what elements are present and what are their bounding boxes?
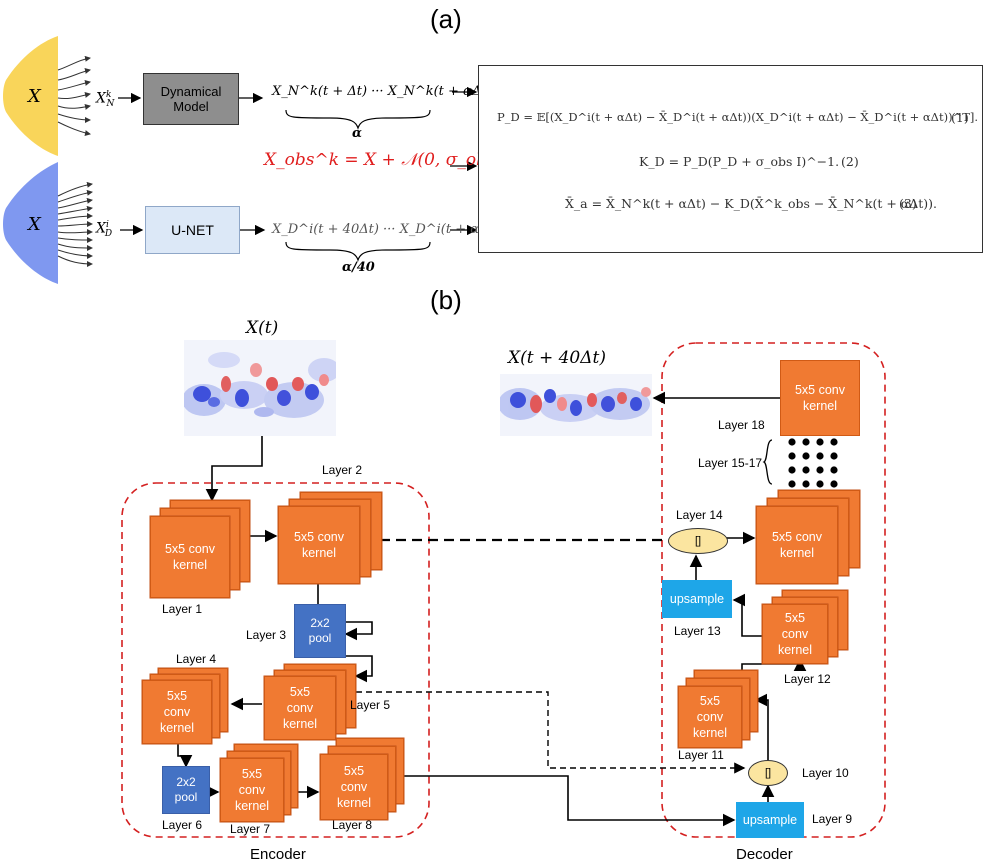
x-symbol-bottom: X xyxy=(28,214,41,235)
layer-14-label: Layer 14 xyxy=(676,508,723,522)
trajectories-bottom xyxy=(57,181,93,267)
brace-layers-15-17 xyxy=(762,439,773,485)
equation-3-number: (3) xyxy=(899,196,917,211)
layer-7-label: Layer 7 xyxy=(230,822,271,836)
seq-bottom: X_D^i(t + 40Δt) ··· X_D^i(t + αΔt) xyxy=(272,222,499,237)
equation-1: P_D = 𝔼[(X_D^i(t + αΔt) − X̄_D^i(t + αΔt… xyxy=(497,110,979,124)
layer-12-label: Layer 12 xyxy=(784,672,831,686)
equation-3: X̄_a = X̄_N^k(t + αΔt) − K_D(X̄^k_obs − … xyxy=(565,196,937,211)
brace-alpha40 xyxy=(285,241,431,262)
gaussian-bottom xyxy=(3,162,58,284)
gaussian-top xyxy=(3,36,58,156)
layer-2-label: Layer 2 xyxy=(322,463,363,477)
observation-equation: X_obs^k = X + 𝒩(0, σ_obs) xyxy=(264,150,503,170)
layer-15-17-label: Layer 15-17 xyxy=(698,456,763,470)
layers-15-17-dots xyxy=(788,438,838,488)
unet-box: U-NET xyxy=(145,206,240,254)
equation-2-number: (2) xyxy=(841,154,859,169)
layer-10-concat: [] xyxy=(748,760,788,786)
equation-1-number: (1) xyxy=(951,110,969,125)
panel-a-label: (a) xyxy=(430,4,462,34)
layer-9-label: Layer 9 xyxy=(812,812,853,826)
panel-a-graphics xyxy=(3,36,478,284)
x-symbol-top: X xyxy=(28,86,41,107)
input-field-image xyxy=(184,340,336,436)
layer-14-concat: [] xyxy=(668,528,728,554)
layer-8-label: Layer 8 xyxy=(332,818,373,832)
seq-top: X_N^k(t + Δt) ··· X_N^k(t + αΔt) xyxy=(272,84,492,99)
layer-4-label: Layer 4 xyxy=(176,652,217,666)
encoder-box xyxy=(121,482,430,838)
layer-1-label: Layer 1 xyxy=(162,602,203,616)
layer-13-upsample: upsample xyxy=(662,580,732,618)
alpha-label: α xyxy=(352,126,363,141)
layer-13-label: Layer 13 xyxy=(674,624,721,638)
layer-5-label: Layer 5 xyxy=(350,698,391,712)
brace-alpha xyxy=(285,109,431,130)
trajectories-top xyxy=(57,55,91,136)
panel-b-label: (b) xyxy=(430,285,462,315)
layer-11-label: Layer 11 xyxy=(678,748,724,762)
layer-9-upsample: upsample xyxy=(736,802,804,838)
output-field-image xyxy=(500,374,652,436)
input-field-title: X(t) xyxy=(246,318,279,338)
xdi-label: XiD xyxy=(96,220,113,240)
output-field-title: X(t + 40Δt) xyxy=(508,348,606,368)
equation-2: K_D = P_D(P_D + σ_obs I)^−1. xyxy=(639,154,840,169)
decoder-label: Decoder xyxy=(736,846,793,863)
encoder-label: Encoder xyxy=(250,846,306,863)
layer-10-label: Layer 10 xyxy=(802,766,849,780)
xnk-label: XkN xyxy=(96,90,115,110)
layer-6-label: Layer 6 xyxy=(162,818,203,832)
alpha40-label: α/40 xyxy=(342,260,375,275)
dynamical-model-box: Dynamical Model xyxy=(143,73,239,125)
layer-3-label: Layer 3 xyxy=(246,628,287,642)
layer-18-label: Layer 18 xyxy=(718,418,765,432)
equation-box: P_D = 𝔼[(X_D^i(t + αΔt) − X̄_D^i(t + αΔt… xyxy=(478,65,983,253)
